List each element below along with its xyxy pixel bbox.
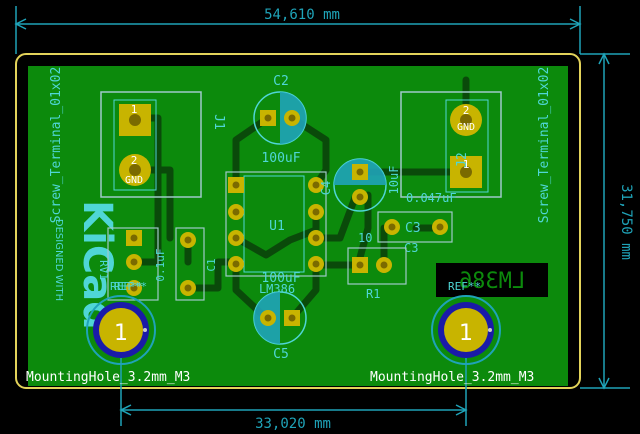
mounting-hole-right-pad-label: 1: [459, 321, 473, 346]
c3-value-label: 0.047uF: [406, 191, 457, 205]
j2-pin1-label: 1: [463, 158, 470, 171]
mounting-hole-left-value: MountingHole_3.2mm_M3: [26, 370, 190, 385]
j1-screw-terminal[interactable]: [100, 91, 202, 198]
u1-ref-label: U1: [269, 219, 285, 234]
c1-capacitor[interactable]: [175, 227, 205, 301]
mounting-hole-left-ref: REF**: [110, 280, 143, 293]
r1-resistor[interactable]: [347, 247, 407, 285]
screw-right-value: Screw_Terminal_01x02: [537, 67, 552, 224]
lm386-back-silk-box: [436, 263, 548, 297]
j1-pin1-label: 1: [131, 103, 138, 116]
j1-gnd-label: GND: [125, 175, 143, 186]
rv1-ref-label: RV1: [97, 260, 110, 280]
rv1-ref-placeholder: REF**: [114, 280, 147, 293]
j2-pin2-label: 2: [463, 104, 470, 117]
c5-value-label: 100uF: [261, 271, 300, 286]
screw-left-value: Screw_Terminal_01x02: [49, 67, 64, 224]
c3-capacitor[interactable]: [377, 211, 453, 243]
c4-capacitor[interactable]: [333, 158, 387, 212]
j2-ref-label: J2: [455, 152, 470, 168]
c1-ref-label: C1: [205, 258, 218, 271]
j1-ref-label: J1: [211, 114, 226, 130]
c5-capacitor[interactable]: [253, 291, 307, 345]
lm386-back-silk-text: LM386: [459, 269, 525, 294]
u1-ic[interactable]: [225, 171, 327, 277]
j2-screw-terminal[interactable]: [400, 91, 502, 198]
kicad-logo: KiCad DESIGNED WITH: [53, 200, 120, 330]
c5-ref-label: C5: [273, 347, 289, 362]
mounting-hole-right[interactable]: [431, 295, 501, 365]
r1-ref-label: R1: [366, 287, 380, 301]
j2-gnd-label: GND: [457, 122, 475, 133]
dimension-right-label: 31,750 mm: [618, 184, 634, 260]
kicad-designed-text: DESIGNED WITH: [53, 219, 64, 301]
mounting-hole-left-pad-label: 1: [114, 321, 128, 346]
c2-ref-label: C2: [273, 74, 289, 89]
c2-capacitor[interactable]: [253, 91, 307, 145]
dimension-top-label: 54,610 mm: [264, 7, 340, 23]
j1-pin2-label: 2: [131, 154, 138, 167]
dimension-bottom-label: 33,020 mm: [255, 416, 331, 432]
c1-value-label: 0.1uF: [154, 248, 167, 281]
rv1-potentiometer[interactable]: [107, 227, 159, 301]
mounting-hole-right-value: MountingHole_3.2mm_M3: [370, 370, 534, 385]
dimension-right: [580, 52, 630, 390]
c3-ref-label: C3: [405, 221, 421, 236]
mounting-hole-right-ref: REF**: [448, 280, 481, 293]
r1-value-label: 10: [358, 231, 372, 245]
mounting-hole-left[interactable]: [86, 295, 156, 365]
c4-value-label: 10uF: [387, 166, 401, 195]
c4-ref-label: C4: [319, 181, 333, 195]
dimension-top: [14, 6, 582, 54]
c2-value-label: 100uF: [261, 151, 300, 166]
c3-ref-label-secondary: C3: [404, 241, 418, 255]
